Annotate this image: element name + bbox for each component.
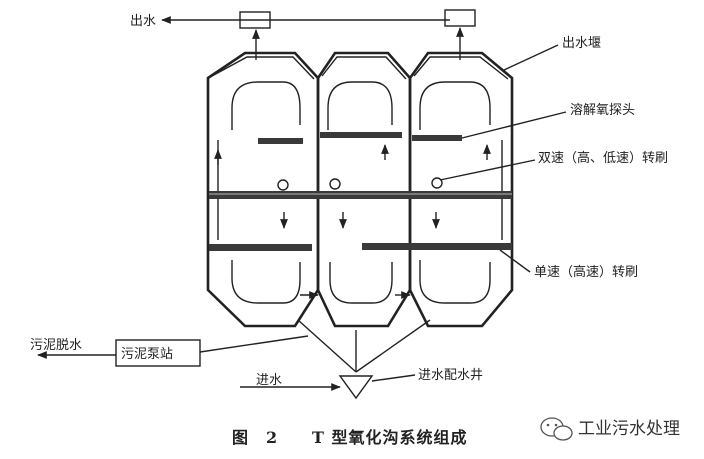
- sludge-pump-station-label: 污泥泵站: [121, 347, 173, 362]
- inflow-label: 进水: [256, 373, 282, 388]
- dual-speed-rotor-bar: [209, 191, 512, 199]
- inflow-distribution: [240, 291, 431, 400]
- sludge-dewatering-label: 污泥脱水: [30, 338, 82, 353]
- single-speed-rotor-label: 单速（高速）转刷: [534, 264, 638, 280]
- flow-arrows: [214, 144, 491, 229]
- do-probe-label: 溶解氧探头: [570, 103, 635, 118]
- dual-speed-rotor-label: 双速（高、低速）转刷: [538, 150, 668, 166]
- rotor-upper-row: [258, 132, 462, 144]
- inflow-distribution-well-label: 进水配水井: [418, 368, 483, 383]
- sludge-line: [37, 335, 309, 367]
- outflow-line: [161, 9, 476, 60]
- outflow-weir-label: 出水堰: [562, 36, 601, 51]
- do-probe-right: [431, 177, 443, 189]
- inflow-distribution-well: [338, 375, 374, 400]
- sludge-pump-station-box: [115, 339, 201, 367]
- single-speed-rotor-bar: [209, 243, 512, 251]
- watermark-text: 工业污水处理: [578, 419, 680, 439]
- outflow-box-left: [239, 11, 271, 29]
- ditch-right: [408, 51, 514, 328]
- outflow-label: 出水: [130, 14, 156, 29]
- wechat-icon: [540, 417, 573, 441]
- ditch-left: [206, 51, 320, 328]
- figure-title: T 型氧化沟系统组成: [312, 428, 467, 447]
- do-probe-left: [277, 179, 289, 191]
- figure-number: 图 2: [232, 428, 278, 447]
- outflow-box-right: [444, 9, 476, 27]
- ditch-middle: [316, 51, 412, 328]
- do-probe-middle: [329, 178, 341, 190]
